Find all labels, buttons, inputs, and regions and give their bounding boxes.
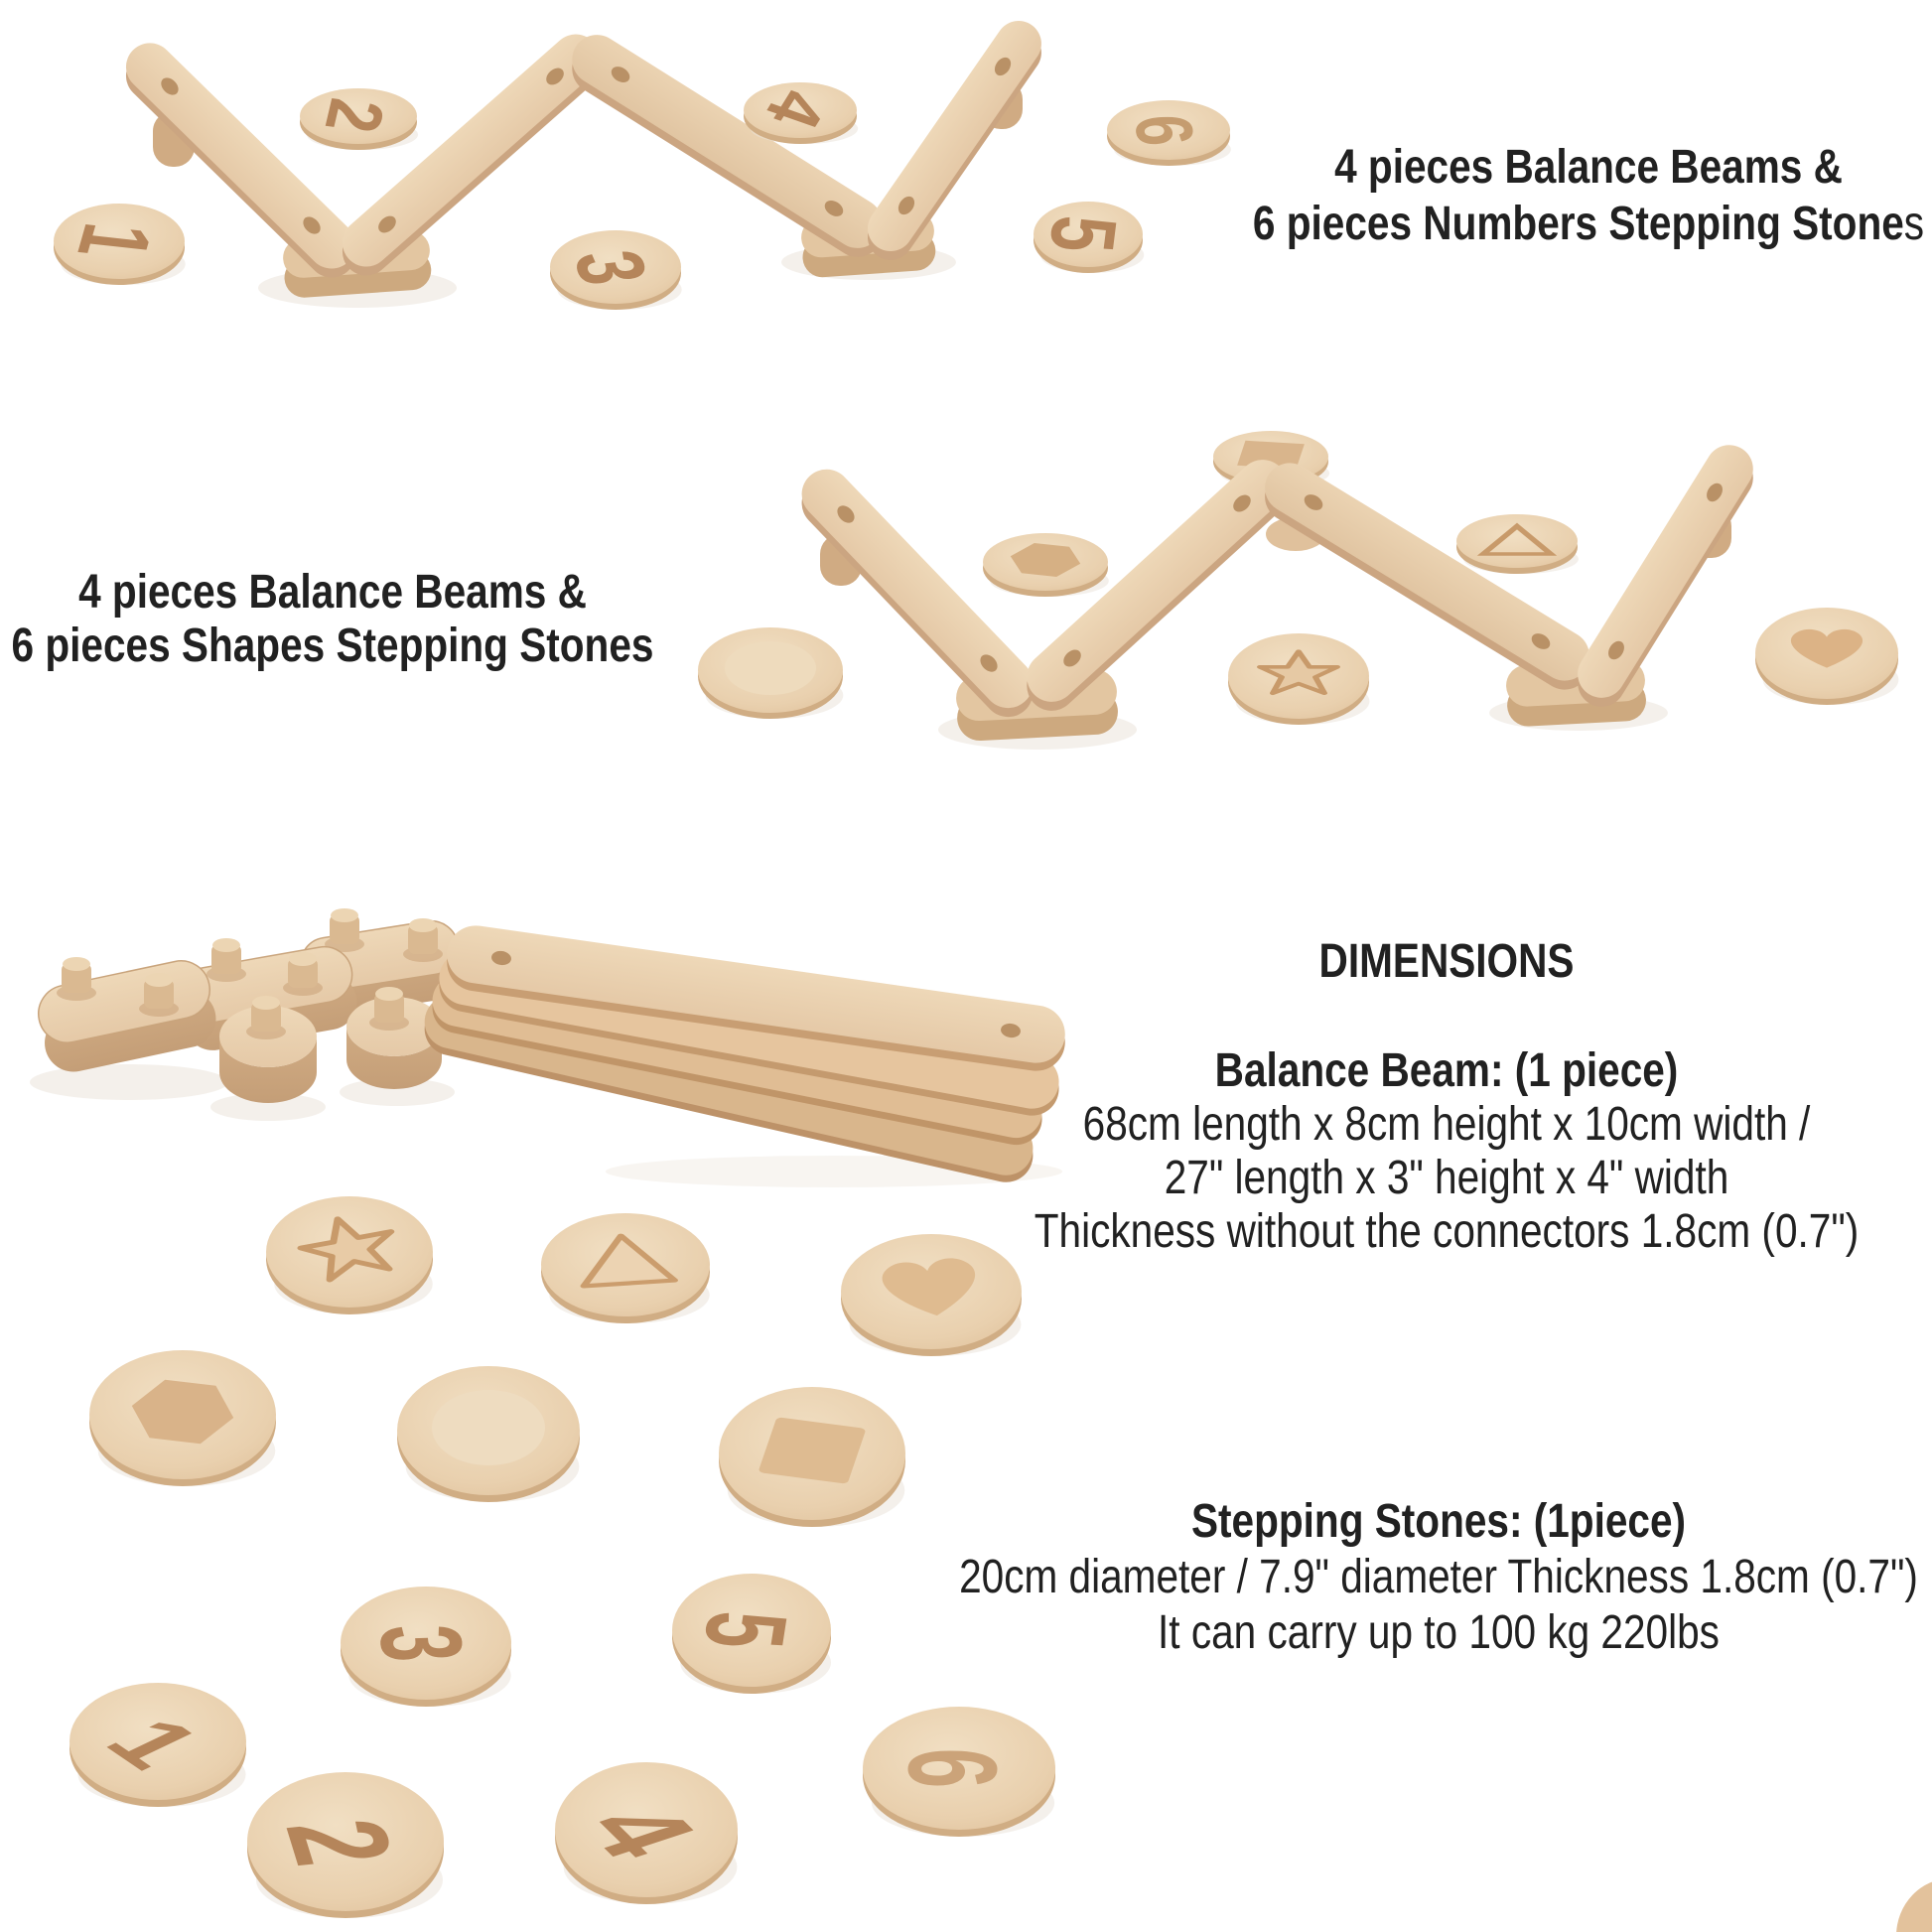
svg-text:3: 3 [354,1623,485,1664]
svg-text:5: 5 [680,1609,812,1651]
svg-text:6: 6 [882,1748,1024,1788]
svg-text:6: 6 [1118,112,1212,148]
svg-text:5: 5 [1031,213,1137,255]
